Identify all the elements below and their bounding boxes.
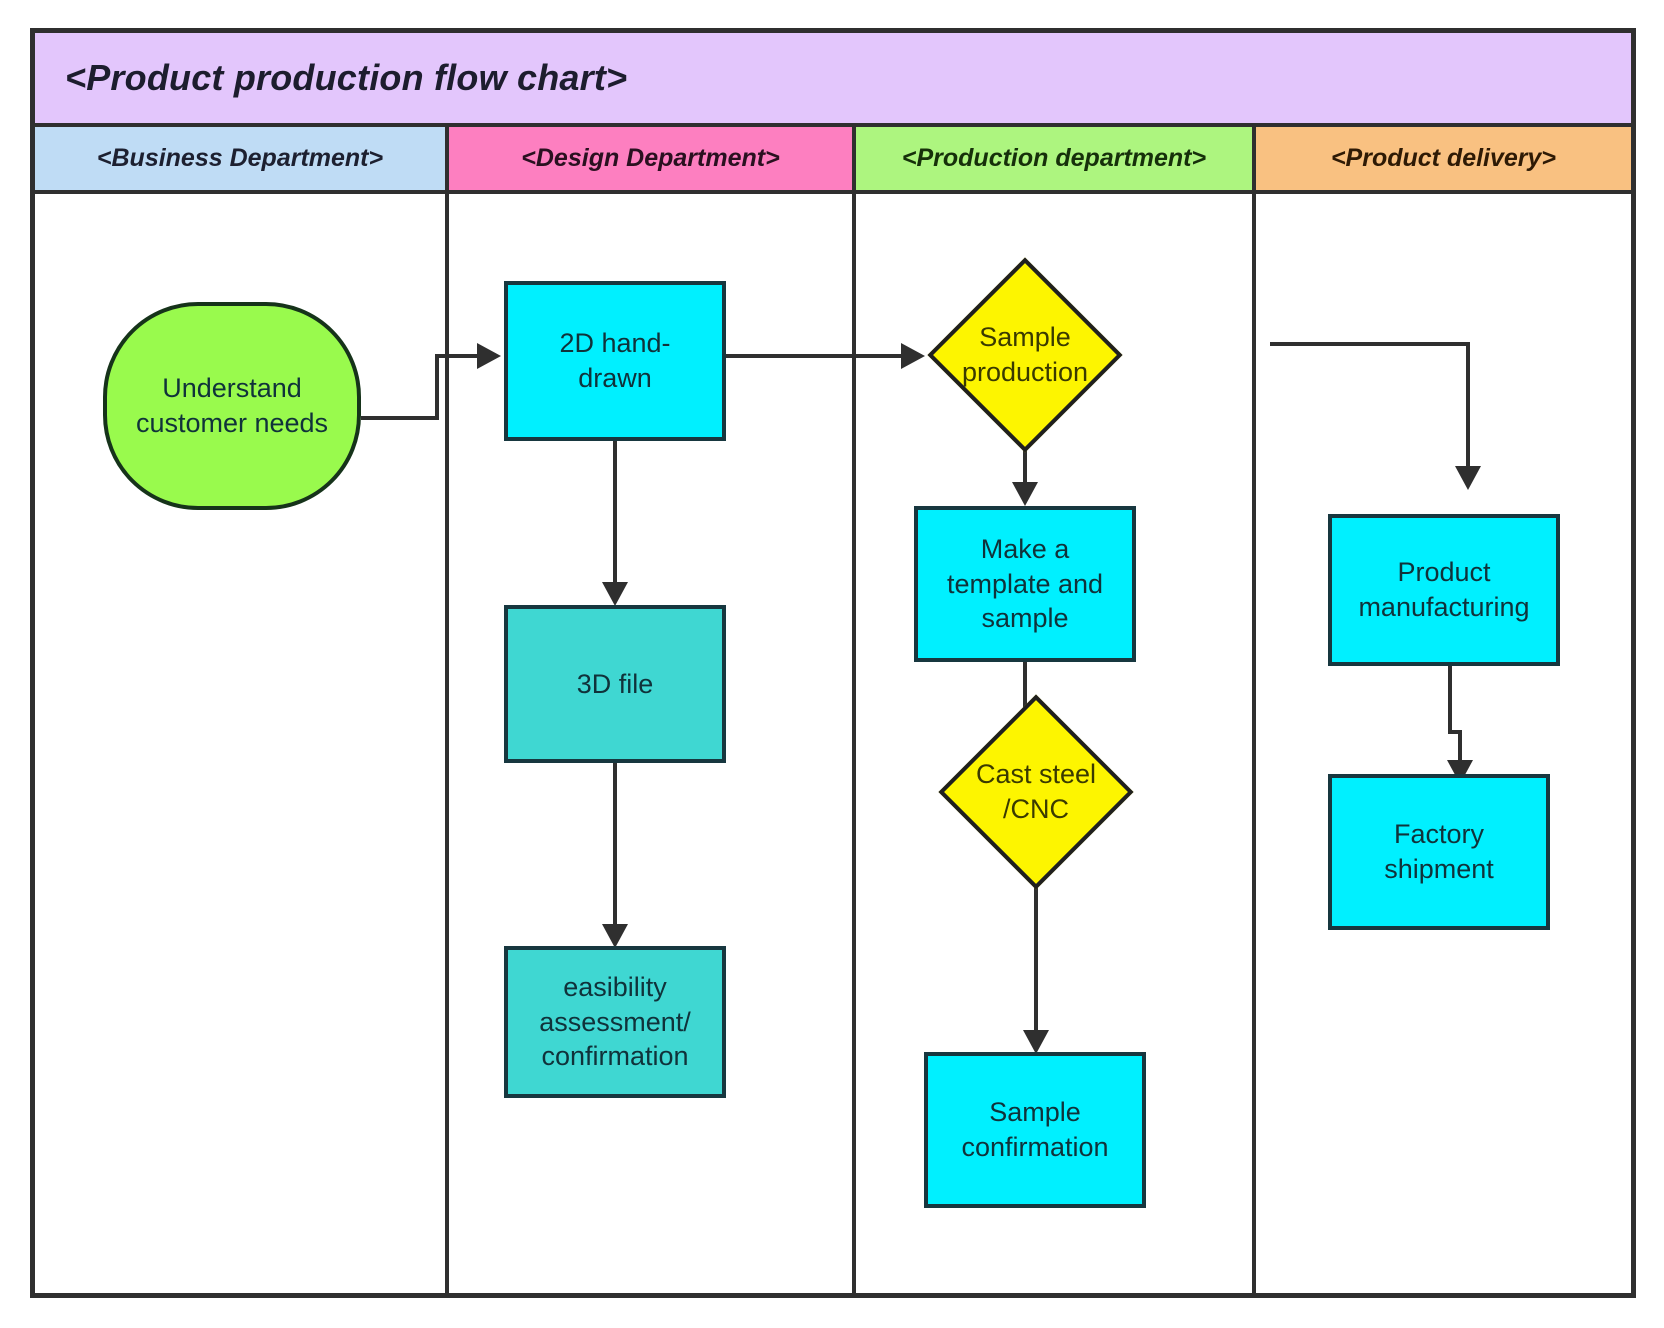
node-2d-hand-drawn-label: 2D hand- drawn (508, 326, 722, 395)
node-sample-confirmation-label: Sample confirmation (928, 1095, 1142, 1164)
node-make-template-and-sample-label: Make a template and sample (918, 532, 1132, 636)
node-manufacturing-line1: Product (1397, 557, 1491, 588)
arrowhead-into-product-manufacturing (1455, 466, 1481, 490)
lane-header-delivery[interactable]: <Product delivery> (1256, 127, 1631, 194)
node-feasibility-line1: easibility (563, 972, 667, 1003)
edge-into-manufacturing-segment-h (1270, 342, 1470, 346)
node-cast-steel-line2: /CNC (1003, 794, 1069, 824)
node-product-manufacturing[interactable]: Product manufacturing (1328, 514, 1560, 666)
lane-body-delivery: Product manufacturing Factory shipment (1256, 194, 1631, 1293)
node-2d-hand-drawn[interactable]: 2D hand- drawn (504, 281, 726, 441)
node-template-line3: sample (981, 603, 1069, 634)
node-sample-production-line1: Sample (979, 322, 1071, 353)
node-feasibility-assessment-label: easibility assessment/ confirmation (508, 970, 722, 1074)
arrowhead-into-feasibility (602, 924, 628, 948)
lane-header-design-label: <Design Department> (521, 144, 780, 172)
edge-2d-to-3d-line (613, 441, 617, 588)
lane-header-delivery-label: <Product delivery> (1330, 144, 1557, 172)
edge-understand-to-2d-segment-h2 (435, 354, 457, 358)
edge-manufacturing-to-shipment-jog (1448, 730, 1462, 734)
edge-2d-to-sample-production-segment-h1 (726, 354, 856, 358)
arrowhead-into-sample-confirmation (1023, 1030, 1049, 1054)
edge-understand-to-2d-segment-v (435, 354, 439, 420)
node-make-template-and-sample[interactable]: Make a template and sample (914, 506, 1136, 662)
edge-manufacturing-to-shipment-v2 (1458, 730, 1462, 768)
node-cast-steel-line1: Cast steel (975, 759, 1097, 790)
edge-into-manufacturing-segment-v (1466, 342, 1470, 474)
node-2d-hand-drawn-line1: 2D hand- (559, 328, 671, 359)
node-sample-production-line2: production (961, 357, 1089, 387)
node-cast-steel-cnc[interactable]: Cast steel /CNC (938, 694, 1134, 890)
node-sample-confirmation-line2: confirmation (961, 1132, 1109, 1162)
node-template-line1: Make a (980, 534, 1070, 565)
chart-title-bar: <Product production flow chart> (35, 33, 1631, 127)
node-template-line2: template and (946, 568, 1104, 599)
lane-header-production-label: <Production department> (901, 144, 1207, 172)
node-feasibility-line2: assessment/ (539, 1006, 691, 1037)
node-manufacturing-line2: manufacturing (1358, 592, 1530, 622)
node-cast-steel-cnc-label: Cast steel /CNC (938, 757, 1134, 826)
lane-header-design[interactable]: <Design Department> (449, 127, 856, 194)
node-sample-production[interactable]: Sample production (927, 257, 1123, 453)
lane-body-business: Understand customer needs (35, 194, 457, 1293)
lane-header-production[interactable]: <Production department> (856, 127, 1256, 194)
node-3d-file-label: 3D file (576, 668, 654, 699)
node-shipment-line2: shipment (1384, 854, 1494, 884)
node-feasibility-line3: confirmation (541, 1041, 689, 1072)
page-title: <Product production flow chart> (65, 57, 628, 98)
edge-2d-to-sample-production-segment-h2 (856, 354, 906, 358)
node-understand-customer-needs[interactable]: Understand customer needs (103, 302, 361, 510)
node-understand-customer-needs-label: Understand customer needs (135, 373, 329, 438)
lane-body-row: Understand customer needs 2D hand- drawn (35, 194, 1631, 1293)
edge-understand-to-2d-segment-h3 (449, 354, 479, 358)
edge-manufacturing-to-shipment-v1 (1448, 666, 1452, 732)
lane-header-row: <Business Department> <Design Department… (35, 127, 1631, 194)
edge-cast-steel-to-sample-confirmation-line (1034, 864, 1038, 1036)
node-factory-shipment[interactable]: Factory shipment (1328, 774, 1550, 930)
edge-3d-to-feasibility-line (613, 763, 617, 931)
arrowhead-into-3d-file (602, 582, 628, 606)
swimlane-chart-frame: <Product production flow chart> <Busines… (30, 28, 1636, 1298)
node-3d-file[interactable]: 3D file (504, 605, 726, 763)
node-sample-production-label: Sample production (927, 320, 1123, 389)
arrowhead-into-sample-production (901, 343, 925, 369)
edge-understand-to-2d-segment-h1 (361, 416, 439, 420)
node-sample-confirmation-line1: Sample (989, 1097, 1081, 1128)
lane-header-business[interactable]: <Business Department> (35, 127, 449, 194)
node-feasibility-assessment[interactable]: easibility assessment/ confirmation (504, 946, 726, 1098)
lane-body-design: 2D hand- drawn 3D file easibility asse (449, 194, 856, 1293)
node-shipment-line1: Factory (1393, 819, 1485, 850)
node-2d-hand-drawn-line2: drawn (578, 363, 652, 393)
lane-header-business-label: <Business Department> (96, 144, 384, 172)
edge-sample-production-to-template-line (1023, 417, 1027, 489)
lane-body-production: Sample production Make a template and sa… (856, 194, 1256, 1293)
node-product-manufacturing-label: Product manufacturing (1332, 555, 1556, 624)
arrowhead-into-2d-hand-drawn (477, 343, 501, 369)
node-sample-confirmation[interactable]: Sample confirmation (924, 1052, 1146, 1208)
arrowhead-into-template (1012, 482, 1038, 506)
node-factory-shipment-label: Factory shipment (1332, 817, 1546, 886)
